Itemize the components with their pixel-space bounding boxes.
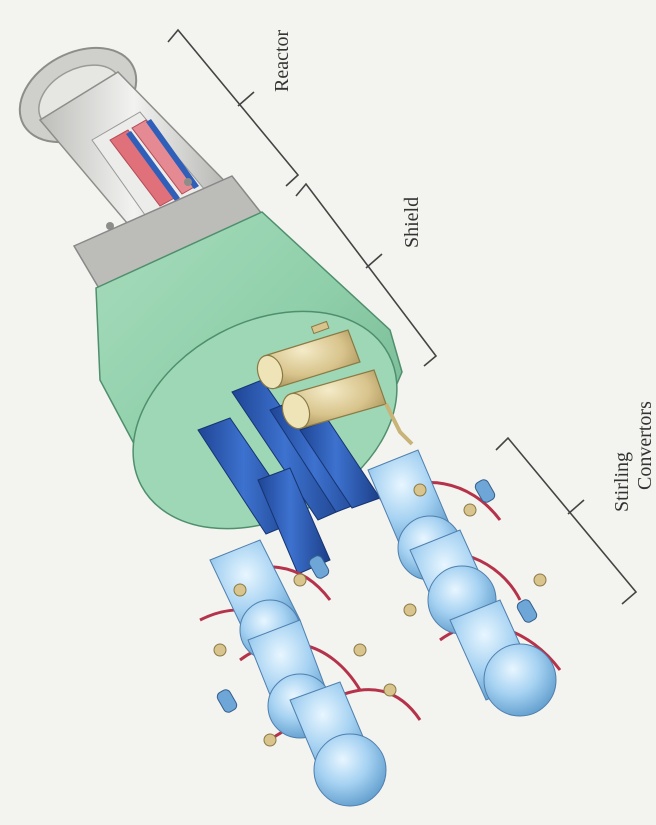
bolt-icon — [184, 178, 192, 186]
reactor-label: Reactor — [271, 29, 293, 92]
stirling-label-line1: Stirling — [611, 452, 633, 512]
stirling-convertor — [450, 600, 556, 716]
stirling-label-line2: Convertors — [634, 401, 656, 490]
stirling-convertor — [290, 682, 386, 806]
shield-label: Shield — [401, 197, 423, 248]
